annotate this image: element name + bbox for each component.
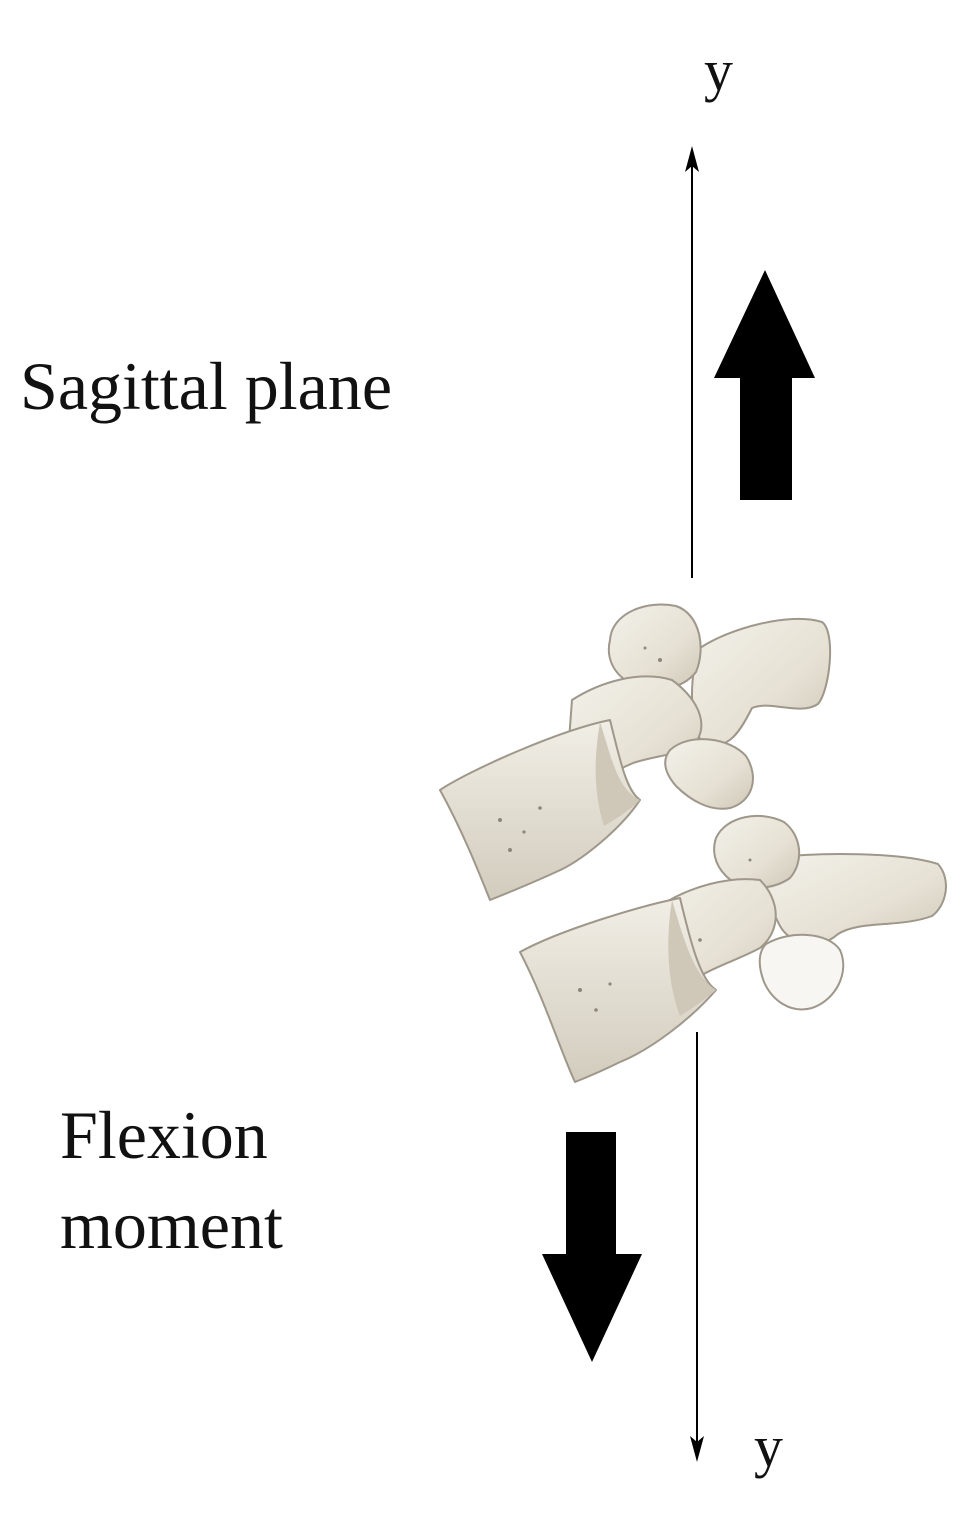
upper-vertebra-icon bbox=[439, 603, 832, 901]
y-axis-bottom-label: y bbox=[754, 1414, 783, 1479]
flexion-moment-label-line2: moment bbox=[60, 1187, 283, 1263]
up-force-arrow-icon bbox=[714, 270, 815, 500]
sagittal-plane-label: Sagittal plane bbox=[20, 348, 393, 424]
y-axis-lower-arrowhead bbox=[690, 1436, 704, 1462]
down-force-arrow-icon bbox=[542, 1132, 642, 1362]
lower-vertebra-icon bbox=[519, 815, 947, 1083]
y-axis-upper bbox=[685, 146, 699, 578]
y-axis-upper-arrowhead bbox=[685, 146, 699, 172]
flexion-moment-label-line1: Flexion bbox=[60, 1097, 268, 1173]
flexion-moment-label: Flexion moment bbox=[60, 1090, 283, 1270]
y-axis-lower bbox=[690, 1032, 704, 1462]
y-axis-top-label: y bbox=[704, 38, 733, 103]
